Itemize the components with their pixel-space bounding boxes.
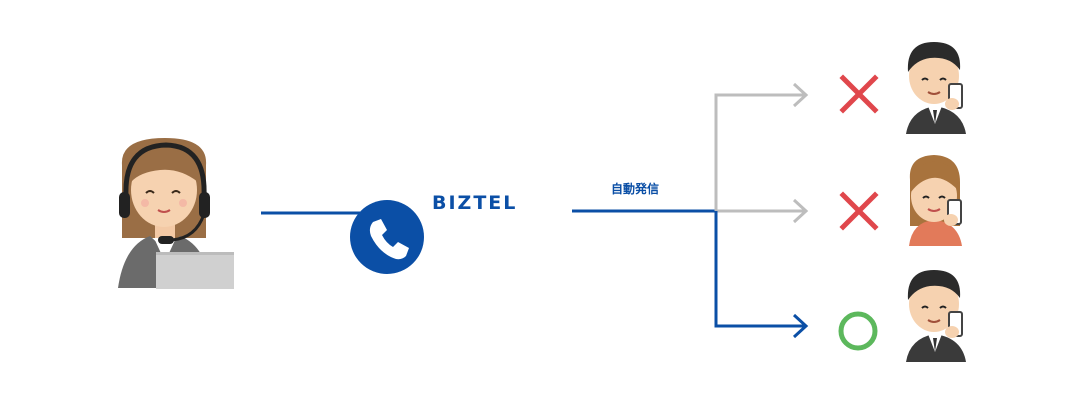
gray-branch-lines: [714, 82, 809, 224]
blue-branch-line: [714, 211, 809, 339]
cross-mark-icon: [839, 191, 879, 231]
cross-mark-icon: [839, 74, 879, 114]
operator-headset-icon: [118, 138, 234, 289]
person-with-smartphone-icon: [906, 270, 966, 362]
person-with-smartphone-icon: [906, 42, 966, 134]
auto-dial-label: 自動発信: [611, 182, 660, 196]
circle-mark-icon: [838, 311, 878, 351]
person-with-smartphone-icon: [909, 155, 962, 246]
phone-handset-icon: [350, 200, 424, 274]
biztel-logo-text: BIZTEL: [432, 192, 518, 214]
